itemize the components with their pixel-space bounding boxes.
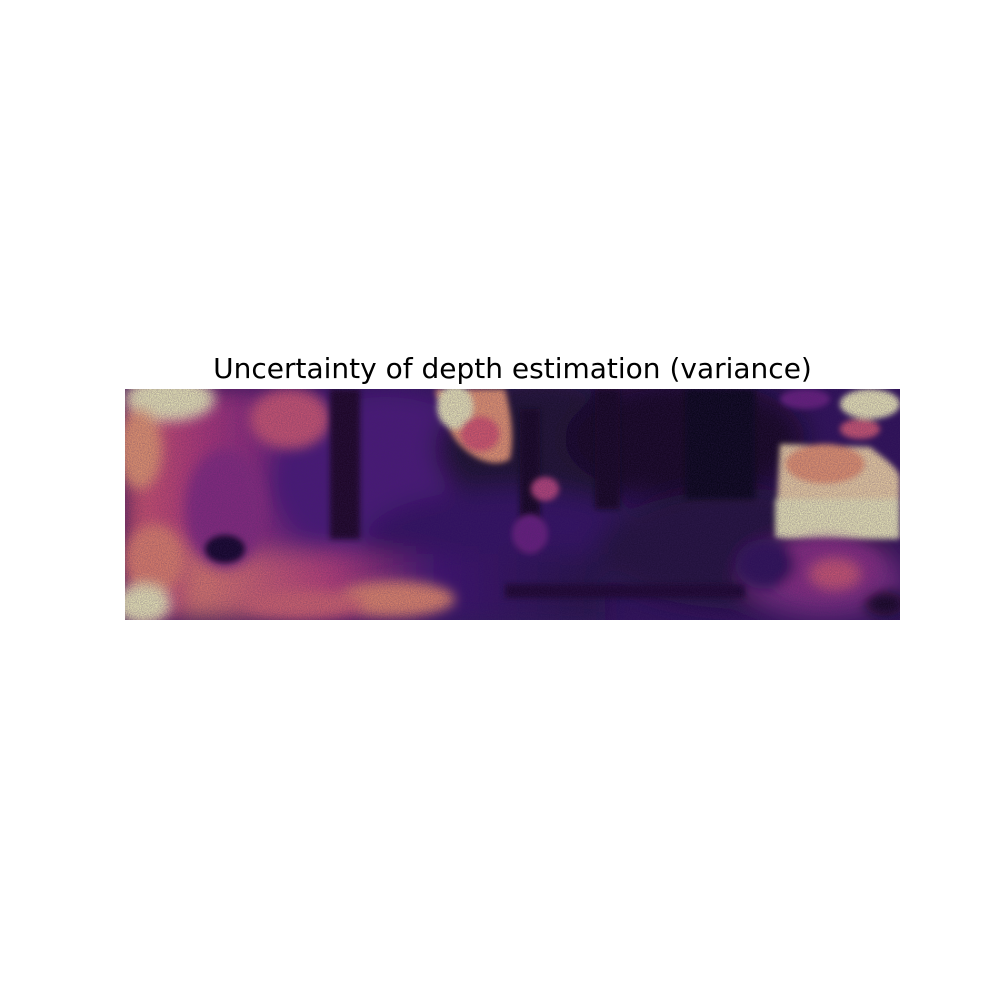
uncertainty-heatmap-image xyxy=(125,389,900,620)
heatmap-svg xyxy=(125,389,900,620)
figure-title: Uncertainty of depth estimation (varianc… xyxy=(213,352,812,385)
